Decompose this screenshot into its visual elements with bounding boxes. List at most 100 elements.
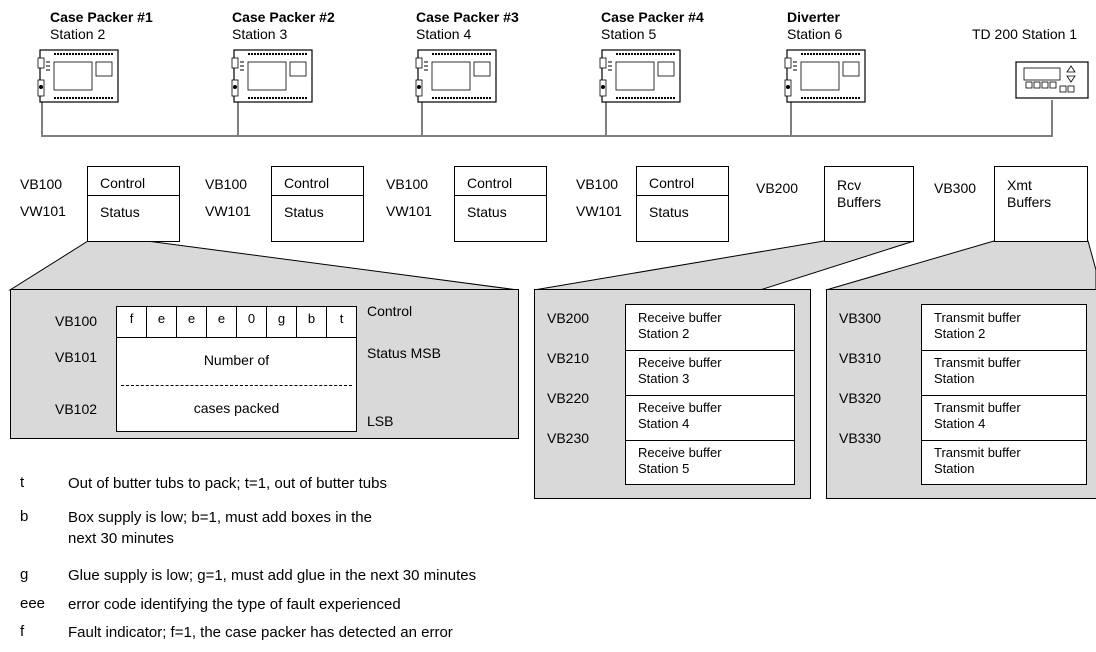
xmt-buf-addr-3: VB320 [839, 390, 881, 406]
transmit-buffer-cell: Transmit buffer Station 2 [922, 305, 1086, 351]
bit-e2: e [179, 311, 204, 326]
mem-2-addr2: VW101 [205, 203, 251, 219]
xmt-buf-2-line1: Transmit buffer [934, 355, 1021, 371]
receive-buffer-stack: Receive buffer Station 2 Receive buffer … [625, 304, 795, 485]
transmit-buffer-cell: Transmit buffer Station [922, 440, 1086, 485]
lsb-label: LSB [367, 413, 393, 429]
xmt-buf-4-line2: Station [934, 461, 974, 477]
detail-addr-vb102: VB102 [55, 401, 97, 417]
td200-icon [1016, 62, 1088, 98]
mem-3-status: Status [467, 204, 507, 220]
rcv-buf-4-line1: Receive buffer [638, 445, 722, 461]
receive-buffer-cell: Receive buffer Station 5 [626, 440, 794, 485]
mem-1-box: Control Status [87, 166, 180, 242]
mem-1-status: Status [100, 204, 140, 220]
receive-buffers-panel: VB200 VB210 VB220 VB230 Receive buffer S… [534, 289, 811, 499]
bit-divider [206, 307, 207, 337]
mem-1-addr2: VW101 [20, 203, 66, 219]
transmit-buffer-cell: Transmit buffer Station [922, 350, 1086, 396]
plc-station-2-icon [38, 50, 118, 102]
mem-3-control: Control [467, 175, 512, 191]
legend-text-t: Out of butter tubs to pack; t=1, out of … [68, 474, 387, 493]
mem-3-addr1: VB100 [386, 176, 428, 192]
xmt-buf-1-line1: Transmit buffer [934, 310, 1021, 326]
legend-text-g: Glue supply is low; g=1, must add glue i… [68, 566, 476, 585]
transmit-buffer-cell: Transmit buffer Station 4 [922, 395, 1086, 441]
bit-divider [326, 307, 327, 337]
legend-key-f: f [20, 623, 24, 640]
rcv-buf-1-line2: Station 2 [638, 326, 689, 342]
rcv-buf-addr-4: VB230 [547, 430, 589, 446]
rcv-buf-addr-3: VB220 [547, 390, 589, 406]
plc-station-4-icon [416, 50, 496, 102]
legend-text-b: Box supply is low; b=1, must add boxes i… [68, 508, 372, 527]
bit-b: b [299, 311, 324, 326]
xmt-buf-addr-2: VB310 [839, 350, 881, 366]
legend-key-b: b [20, 508, 28, 525]
plc-station-3-icon [232, 50, 312, 102]
legend-key-g: g [20, 566, 28, 583]
bit-divider [176, 307, 177, 337]
mem-3-control-cell: Control [455, 167, 546, 196]
plc-station-5-icon [600, 50, 680, 102]
rcv-line1: Rcv [837, 177, 861, 193]
bit-f: f [119, 311, 144, 326]
bit-e3: e [209, 311, 234, 326]
number-of-label: Number of [117, 352, 356, 368]
mem-2-control-cell: Control [272, 167, 363, 196]
transmit-buffer-stack: Transmit buffer Station 2 Transmit buffe… [921, 304, 1087, 485]
bit-g: g [269, 311, 294, 326]
mem-3-addr2: VW101 [386, 203, 432, 219]
rcv-buf-addr-1: VB200 [547, 310, 589, 326]
xmt-buf-1-line2: Station 2 [934, 326, 985, 342]
control-byte-row: f e e e 0 g b t [117, 307, 356, 338]
legend-text-eee: error code identifying the type of fault… [68, 595, 401, 614]
rcv-box: Rcv Buffers [824, 166, 914, 242]
xmt-line1: Xmt [1007, 177, 1032, 193]
rcv-buf-3-line2: Station 4 [638, 416, 689, 432]
xmt-line2: Buffers [1007, 194, 1051, 210]
xmt-buf-addr-4: VB330 [839, 430, 881, 446]
detail-panel: VB100 VB101 VB102 f e e e 0 g b t Number… [10, 289, 519, 439]
mem-2-box: Control Status [271, 166, 364, 242]
bit-divider [296, 307, 297, 337]
byte-divider [121, 385, 352, 386]
mem-1-control: Control [100, 175, 145, 191]
detail-addr-vb100: VB100 [55, 313, 97, 329]
mem-4-control: Control [649, 175, 694, 191]
xmt-buf-2-line2: Station [934, 371, 974, 387]
xmt-buf-3-line2: Station 4 [934, 416, 985, 432]
xmt-box: Xmt Buffers [994, 166, 1088, 242]
xmt-buf-addr-1: VB300 [839, 310, 881, 326]
mem-4-addr1: VB100 [576, 176, 618, 192]
rcv-buf-addr-2: VB210 [547, 350, 589, 366]
bit-divider [236, 307, 237, 337]
plc-station-6-icon [785, 50, 865, 102]
control-side-label: Control [367, 303, 412, 319]
receive-buffer-cell: Receive buffer Station 4 [626, 395, 794, 441]
mem-4-box: Control Status [636, 166, 729, 242]
mem-4-control-cell: Control [637, 167, 728, 196]
rcv-addr: VB200 [756, 180, 798, 196]
legend-text-f: Fault indicator; f=1, the case packer ha… [68, 623, 453, 642]
xmt-addr: VB300 [934, 180, 976, 196]
bit-divider [146, 307, 147, 337]
rcv-line2: Buffers [837, 194, 881, 210]
mem-1-control-cell: Control [88, 167, 179, 196]
legend-key-t: t [20, 474, 24, 491]
rcv-buf-4-line2: Station 5 [638, 461, 689, 477]
xmt-buf-3-line1: Transmit buffer [934, 400, 1021, 416]
detail-addr-vb101: VB101 [55, 349, 97, 365]
rcv-buf-1-line1: Receive buffer [638, 310, 722, 326]
xmt-buf-4-line1: Transmit buffer [934, 445, 1021, 461]
mem-3-box: Control Status [454, 166, 547, 242]
mem-2-status: Status [284, 204, 324, 220]
legend-key-eee: eee [20, 595, 45, 612]
rcv-buf-3-line1: Receive buffer [638, 400, 722, 416]
receive-buffer-cell: Receive buffer Station 2 [626, 305, 794, 351]
legend-text-b2: next 30 minutes [68, 529, 174, 548]
mem-4-status: Status [649, 204, 689, 220]
rcv-buf-2-line1: Receive buffer [638, 355, 722, 371]
cases-packed-label: cases packed [117, 400, 356, 416]
bit-divider [266, 307, 267, 337]
